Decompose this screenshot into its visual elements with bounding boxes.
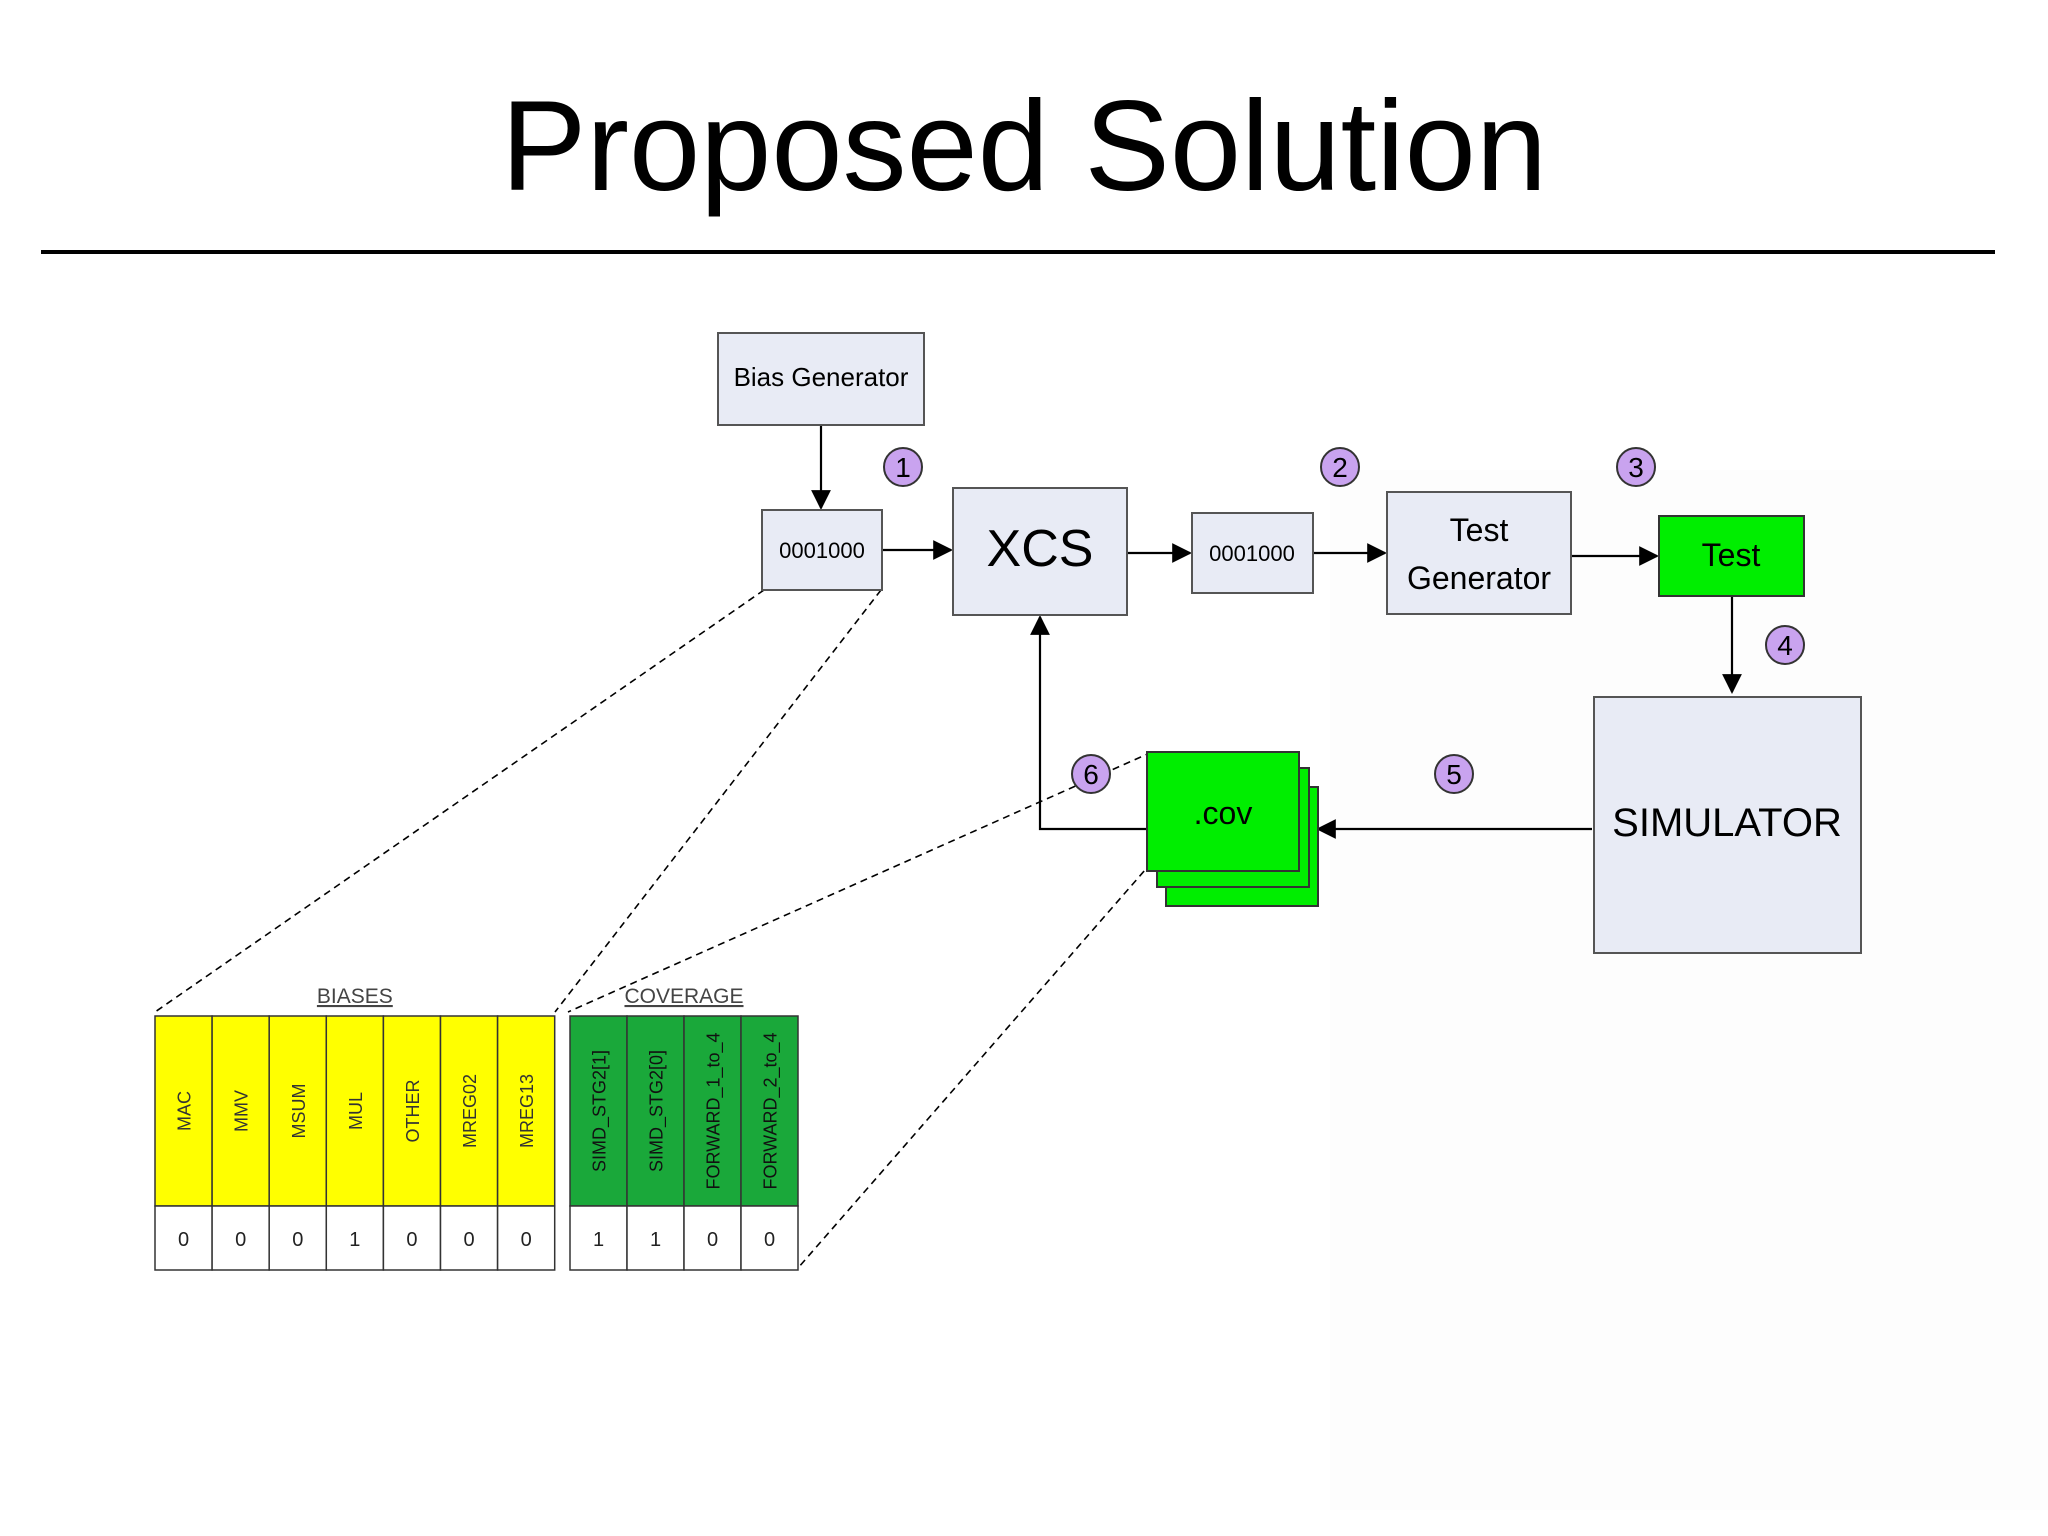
test-box: Test <box>1658 515 1805 597</box>
biases-value-cell <box>154 1205 213 1271</box>
biases-value-cell <box>382 1205 442 1271</box>
coverage-value: 0 <box>707 1229 718 1251</box>
coverage-value-cell <box>683 1205 742 1271</box>
coverage-header-cell <box>569 1015 628 1207</box>
biases-value: 0 <box>406 1229 417 1251</box>
biases-value-cell <box>496 1205 556 1271</box>
coverage-file-label: .cov <box>1194 795 1253 831</box>
bias-generator-label: Bias Generator <box>734 362 909 392</box>
test-generator-label-line1: Test <box>1450 512 1509 548</box>
step-badges: 1 2 3 4 5 6 <box>883 447 1805 794</box>
step-badge-5: 5 <box>1434 754 1474 794</box>
coverage-table-title: COVERAGE <box>624 985 743 1008</box>
zoom-line-bias-left <box>154 589 765 1013</box>
step-badge-2: 2 <box>1320 447 1360 487</box>
biases-value: 0 <box>178 1229 189 1251</box>
step-number: 1 <box>895 452 911 483</box>
biases-table-title: BIASES <box>317 985 393 1008</box>
biases-header-cell <box>154 1015 213 1207</box>
test-label: Test <box>1702 537 1761 573</box>
zoom-line-cov-left <box>567 751 1153 1013</box>
bias-vector-box: 0001000 <box>761 509 883 591</box>
step-badge-4: 4 <box>1765 625 1805 665</box>
coverage-header-cell <box>740 1015 799 1207</box>
background-panel <box>1330 470 2048 1510</box>
test-generator-label-line2: Generator <box>1407 560 1551 596</box>
biases-column-label: MAC <box>175 1091 195 1131</box>
coverage-value: 1 <box>593 1229 604 1251</box>
step-badge-3: 3 <box>1616 447 1656 487</box>
step-badge-6: 6 <box>1071 754 1111 794</box>
simulator-box: SIMULATOR <box>1593 696 1862 954</box>
bias-vector-label: 0001000 <box>779 538 865 563</box>
coverage-value: 0 <box>764 1229 775 1251</box>
slide-title: Proposed Solution <box>500 75 1548 218</box>
biases-header-cell <box>211 1015 270 1207</box>
biases-value-cell <box>268 1205 328 1271</box>
step-number: 5 <box>1446 759 1462 790</box>
step-number: 2 <box>1332 452 1348 483</box>
coverage-value-cell <box>626 1205 685 1271</box>
coverage-column-label: FORWARD_2_to_4 <box>761 1032 782 1189</box>
biases-table: BIASES MAC 0 MMV 0 MSUM 0 MUL 1 OTHER 0 MREG02 0 MRE… <box>154 985 556 1271</box>
step-number: 6 <box>1083 759 1099 790</box>
action-vector-label: 0001000 <box>1209 541 1295 566</box>
biases-value-cell <box>439 1205 499 1271</box>
biases-value-cell <box>325 1205 385 1271</box>
coverage-column-label: SIMD_STG2[1] <box>590 1050 611 1172</box>
step-number: 3 <box>1628 452 1644 483</box>
coverage-table: COVERAGE SIMD_STG2[1] 1 SIMD_STG2[0] 1 FORWA… <box>569 985 799 1271</box>
biases-value: 0 <box>235 1229 246 1251</box>
biases-column-label: MREG13 <box>517 1074 537 1148</box>
biases-column-label: MUL <box>346 1092 366 1130</box>
biases-value: 0 <box>463 1229 474 1251</box>
coverage-file-stack: .cov <box>1146 751 1319 907</box>
coverage-value-cell <box>740 1205 799 1271</box>
test-generator-box: Test Generator <box>1386 491 1572 615</box>
biases-column-label: MREG02 <box>460 1074 480 1148</box>
coverage-value: 1 <box>650 1229 661 1251</box>
coverage-header-cell <box>626 1015 685 1207</box>
coverage-column-label: SIMD_STG2[0] <box>647 1050 668 1172</box>
biases-value: 0 <box>292 1229 303 1251</box>
simulator-label: SIMULATOR <box>1612 801 1842 845</box>
connector-cov-to-xcs <box>1030 615 1147 831</box>
biases-column-label: MSUM <box>289 1084 309 1139</box>
action-vector-box: 0001000 <box>1191 512 1314 594</box>
zoom-line-cov-right <box>797 861 1153 1269</box>
title-divider <box>41 250 1995 254</box>
bias-generator-box: Bias Generator <box>717 332 925 426</box>
biases-value: 1 <box>349 1229 360 1251</box>
xcs-label: XCS <box>987 520 1094 578</box>
biases-header-cell <box>382 1015 442 1207</box>
biases-value: 0 <box>521 1229 532 1251</box>
xcs-box: XCS <box>952 487 1128 616</box>
biases-column-label: OTHER <box>403 1079 423 1142</box>
step-badge-1: 1 <box>883 447 923 487</box>
biases-column-label: MMV <box>232 1090 252 1132</box>
step-number: 4 <box>1777 630 1793 661</box>
coverage-value-cell <box>569 1205 628 1271</box>
zoom-line-bias-right <box>554 589 882 1013</box>
coverage-column-label: FORWARD_1_to_4 <box>704 1032 725 1189</box>
